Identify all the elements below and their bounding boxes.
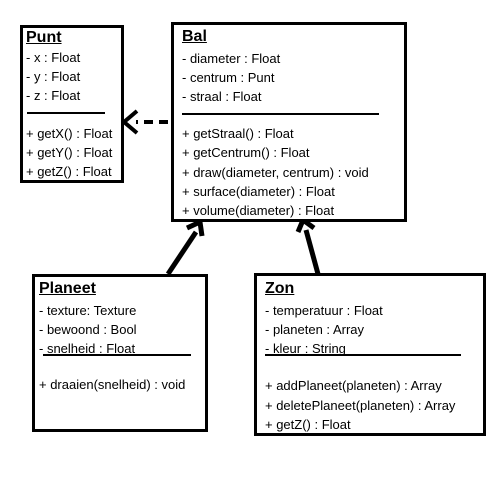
class-name: Zon (265, 280, 295, 297)
method: + surface(diameter) : Float (182, 184, 335, 199)
separator (43, 354, 191, 356)
class-name: Punt (26, 29, 62, 46)
attribute: - planeten : Array (265, 322, 364, 337)
inheritance-line-zon-bal (303, 229, 321, 275)
method: + volume(diameter) : Float (182, 203, 335, 218)
method: + deletePlaneet(planeten) : Array (265, 398, 456, 413)
inheritance-line-planeet-bal (165, 230, 199, 276)
separator (265, 354, 461, 356)
class-planeet: Planeet - texture: Texture - bewoond : B… (32, 274, 208, 432)
inheritance-arrowhead-planeet (185, 218, 205, 237)
method: + getCentrum() : Float (182, 145, 310, 160)
attribute: - bewoond : Bool (39, 322, 137, 337)
method: + getX() : Float (26, 126, 113, 141)
method: + getZ() : Float (26, 164, 112, 179)
method: + getY() : Float (26, 145, 113, 160)
attribute: - temperatuur : Float (265, 303, 383, 318)
attribute: - diameter : Float (182, 51, 281, 66)
class-bal: Bal - diameter : Float - centrum : Punt … (171, 22, 407, 222)
attribute: - centrum : Punt (182, 70, 275, 85)
attribute: - straal : Float (182, 89, 262, 104)
class-name: Bal (182, 28, 207, 45)
attribute: - snelheid : Float (39, 341, 136, 356)
attribute: - z : Float (26, 88, 81, 103)
class-zon: Zon - temperatuur : Float - planeten : A… (254, 273, 486, 436)
attribute: - texture: Texture (39, 303, 137, 318)
attribute: - x : Float (26, 50, 81, 65)
method: + getZ() : Float (265, 417, 351, 432)
method: + draaien(snelheid) : void (39, 377, 186, 392)
method: + getStraal() : Float (182, 126, 294, 141)
dependency-arrowhead (120, 109, 139, 135)
method: + addPlaneet(planeten) : Array (265, 378, 442, 393)
method: + draw(diameter, centrum) : void (182, 165, 369, 180)
attribute: - kleur : String (265, 341, 346, 356)
class-punt: Punt - x : Float - y : Float - z : Float… (20, 25, 124, 183)
attribute: - y : Float (26, 69, 81, 84)
separator (27, 112, 105, 114)
separator (182, 113, 379, 115)
class-name: Planeet (39, 280, 96, 297)
